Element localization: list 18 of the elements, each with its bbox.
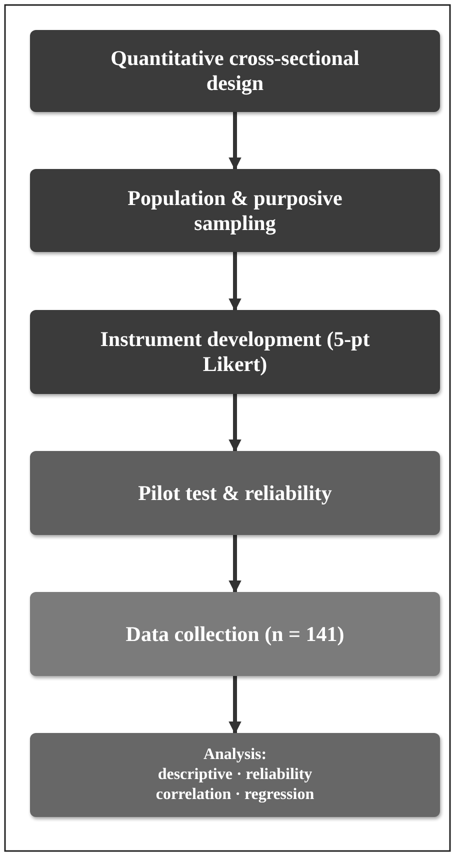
process-box bbox=[30, 733, 440, 817]
arrow bbox=[228, 252, 242, 312]
arrow bbox=[228, 112, 242, 170]
box-label: Population & purposive sampling bbox=[126, 186, 344, 236]
box-label: descriptive · reliability correlation · regression bbox=[154, 765, 316, 805]
process-box bbox=[30, 592, 440, 676]
box-label: Instrument development (5-pt Likert) bbox=[99, 327, 371, 377]
arrow bbox=[228, 676, 242, 734]
box-label: Data collection (n = 141) bbox=[126, 622, 344, 646]
arrow bbox=[228, 535, 242, 594]
process-box bbox=[30, 169, 440, 252]
box-label: Quantitative cross-sectional design bbox=[110, 46, 360, 96]
box-heading: Analysis: bbox=[203, 745, 267, 765]
box-label: Pilot test & reliability bbox=[138, 480, 332, 506]
arrow bbox=[228, 394, 242, 452]
process-box bbox=[30, 451, 440, 535]
process-box bbox=[30, 310, 440, 394]
process-box bbox=[30, 30, 440, 112]
